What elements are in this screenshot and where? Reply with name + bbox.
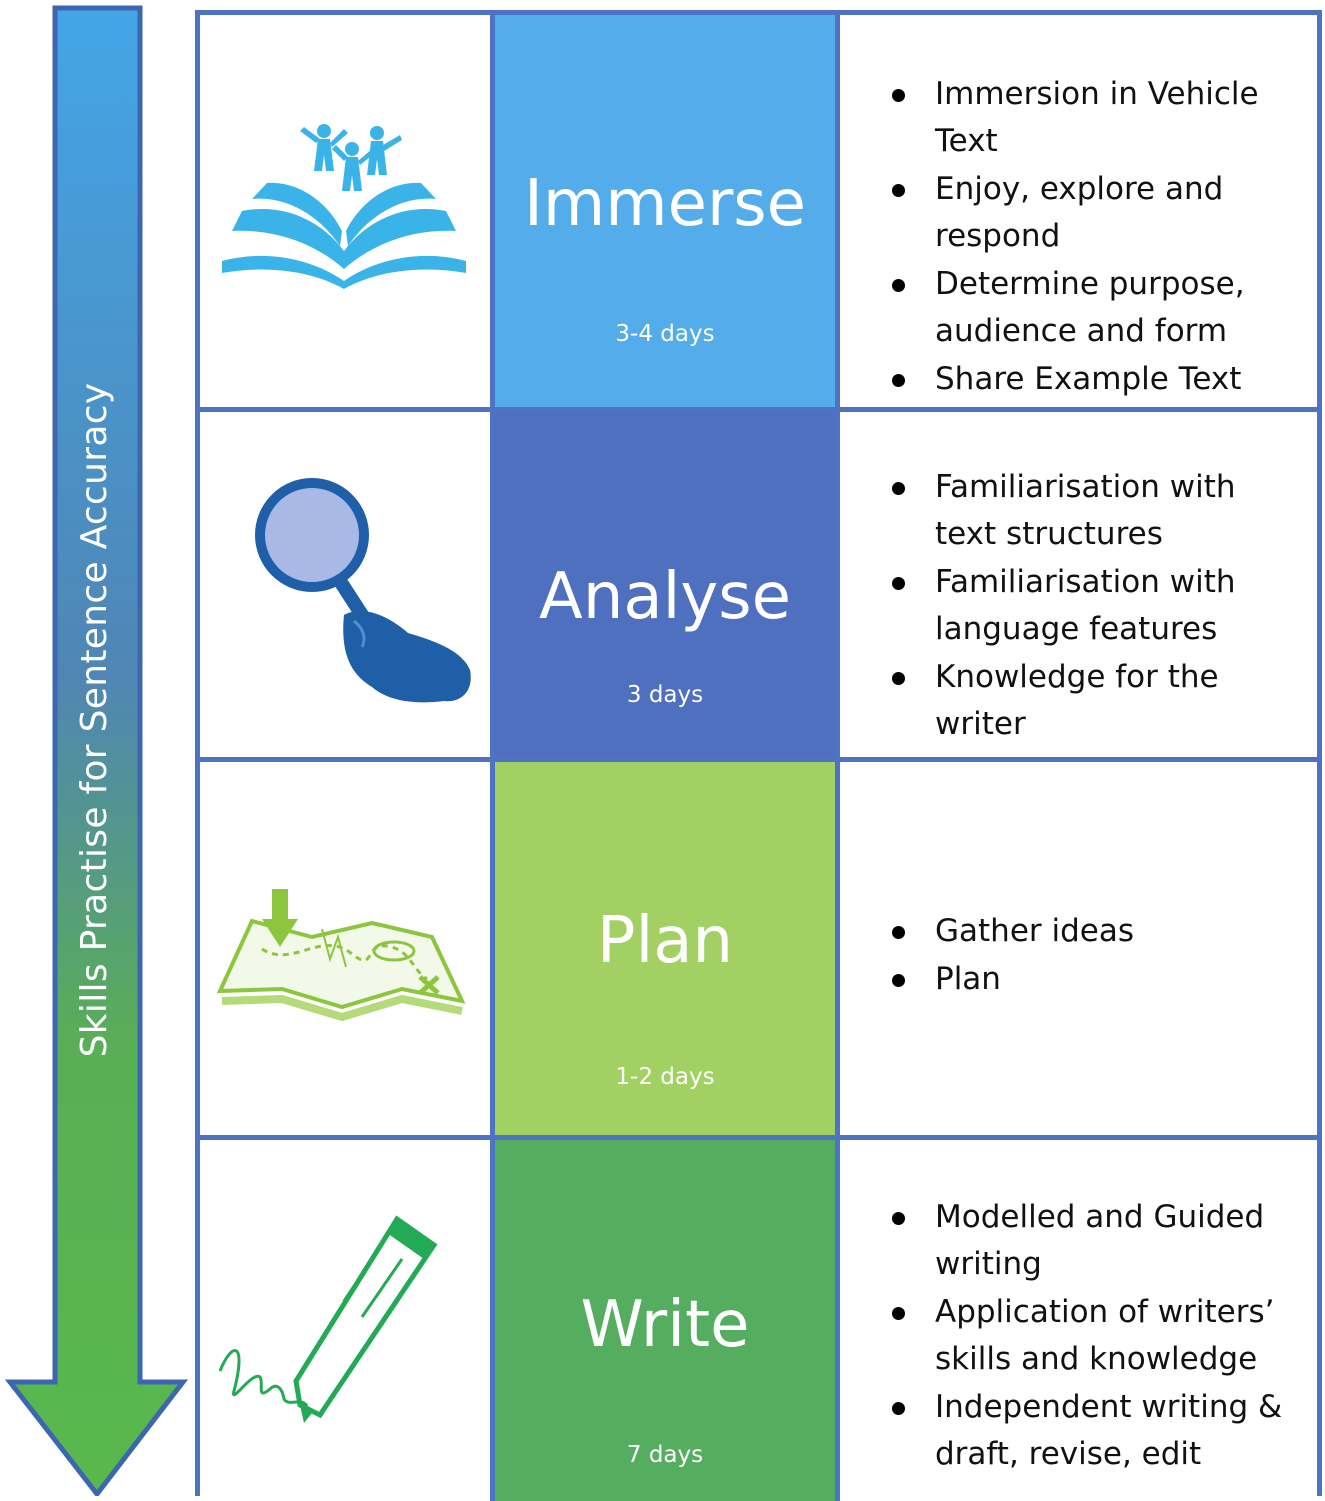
list-item: Knowledge for the writer [890, 654, 1297, 748]
stage-days: 3-4 days [615, 321, 715, 347]
stage-days: 3 days [626, 682, 704, 708]
list-item: Familiarisation with text structures [890, 464, 1297, 558]
stage-points: Gather ideas Plan [840, 762, 1317, 1135]
stage-icon-cell [200, 1140, 495, 1501]
list-item: Immersion in Vehicle Text [890, 71, 1297, 165]
stage-icon-cell [200, 762, 495, 1135]
stage-cell-immerse: Immerse 3-4 days [495, 15, 840, 407]
side-arrow-label: Skills Practise for Sentence Accuracy [74, 382, 115, 1058]
list-item: Enjoy, explore and respond [890, 166, 1297, 260]
stage-title: Write [580, 1288, 750, 1362]
stage-row-analyse: Analyse 3 days Familiarisation with text… [200, 407, 1317, 757]
list-item: Application of writers’ skills and knowl… [890, 1289, 1297, 1383]
list-item: Determine purpose, audience and form [890, 261, 1297, 355]
stage-title: Immerse [524, 167, 806, 241]
book-icon [222, 124, 466, 289]
list-item: Gather ideas [890, 908, 1297, 955]
stages-table: Immerse 3-4 days Immersion in Vehicle Te… [195, 10, 1322, 1501]
stage-days: 1-2 days [615, 1064, 715, 1090]
list-item: Share Example Text [890, 356, 1297, 403]
stage-cell-plan: Plan 1-2 days [495, 762, 840, 1135]
stage-points: Immersion in Vehicle Text Enjoy, explore… [840, 15, 1317, 407]
stage-cell-analyse: Analyse 3 days [495, 412, 840, 757]
stage-days: 7 days [626, 1442, 704, 1468]
stage-icon-cell [200, 15, 495, 407]
stage-points: Modelled and Guided writing Application … [840, 1140, 1317, 1501]
magnifying-glass-icon [255, 477, 471, 702]
stage-cell-write: Write 7 days [495, 1140, 840, 1501]
stage-points: Familiarisation with text structures Fam… [840, 412, 1317, 757]
side-arrow [4, 5, 189, 1496]
stage-row-immerse: Immerse 3-4 days Immersion in Vehicle Te… [200, 15, 1317, 407]
stage-title: Plan [596, 904, 734, 978]
stage-title: Analyse [539, 560, 791, 634]
map-icon [216, 888, 466, 1021]
list-item: Plan [890, 956, 1297, 1003]
pencil-icon [218, 1214, 438, 1423]
list-item: Independent writing & draft, revise, edi… [890, 1384, 1297, 1478]
list-item: Modelled and Guided writing [890, 1194, 1297, 1288]
stage-icon-cell [200, 412, 495, 757]
stage-row-plan: Plan 1-2 days Gather ideas Plan [200, 757, 1317, 1135]
list-item: Familiarisation with language features [890, 559, 1297, 653]
stage-row-write: Write 7 days Modelled and Guided writing… [200, 1135, 1317, 1501]
